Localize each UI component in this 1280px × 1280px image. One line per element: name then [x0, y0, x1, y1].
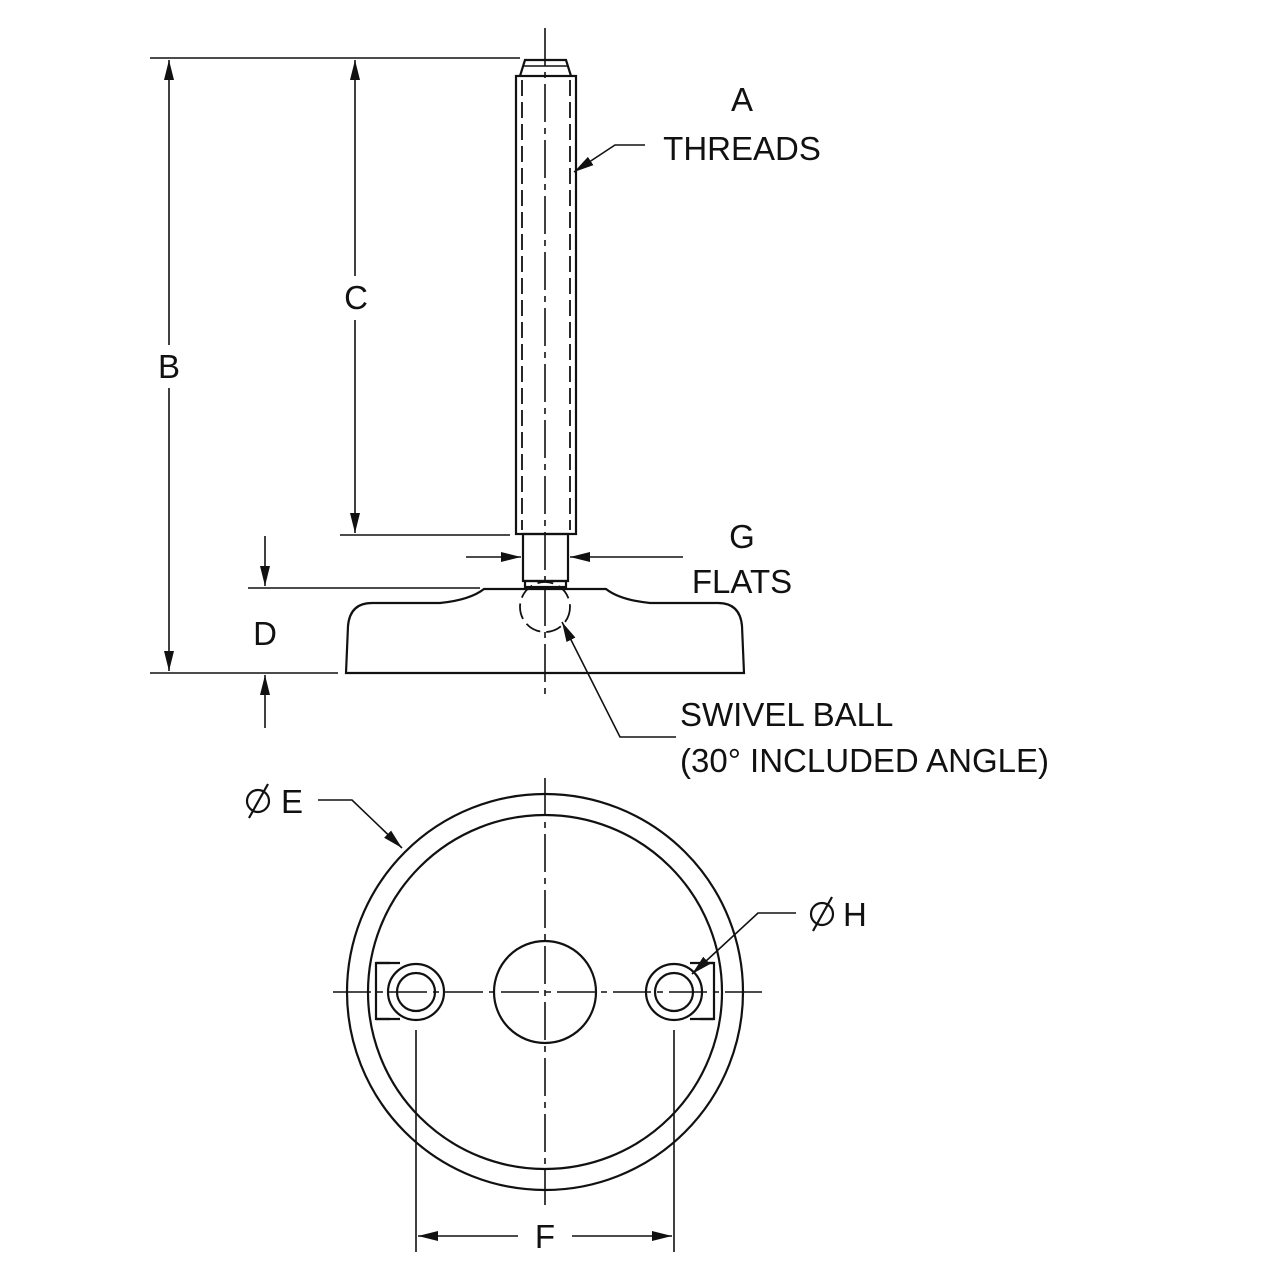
swivel-ball — [519, 581, 571, 633]
diameter-e-leader — [318, 799, 403, 849]
threaded-stud — [514, 58, 578, 589]
label-g: G — [729, 518, 755, 555]
diameter-h-symbol — [809, 896, 835, 932]
diameter-e-symbol — [245, 783, 271, 819]
label-b: B — [158, 348, 180, 385]
dimension-f — [415, 1030, 675, 1252]
base-pad — [344, 587, 746, 675]
label-h: H — [843, 896, 867, 933]
label-flats: FLATS — [692, 563, 792, 600]
label-threads: THREADS — [663, 130, 821, 167]
dimension-d — [248, 536, 480, 728]
label-swivel-ball: SWIVEL BALL — [680, 696, 893, 733]
threads-leader — [573, 144, 645, 173]
label-d: D — [253, 615, 277, 652]
bottom-view: F E H — [245, 778, 867, 1255]
side-view: B C D G FLATS A THREADS SWIVEL BALL (30°… — [150, 28, 1049, 779]
label-f: F — [535, 1218, 555, 1255]
label-c: C — [344, 279, 368, 316]
label-e: E — [281, 783, 303, 820]
dimension-b — [150, 57, 520, 674]
diameter-h-leader — [691, 912, 796, 975]
label-a: A — [731, 81, 753, 118]
dimension-c — [340, 60, 510, 536]
label-included-angle: (30° INCLUDED ANGLE) — [680, 742, 1049, 779]
swivel-ball-leader — [561, 621, 676, 738]
